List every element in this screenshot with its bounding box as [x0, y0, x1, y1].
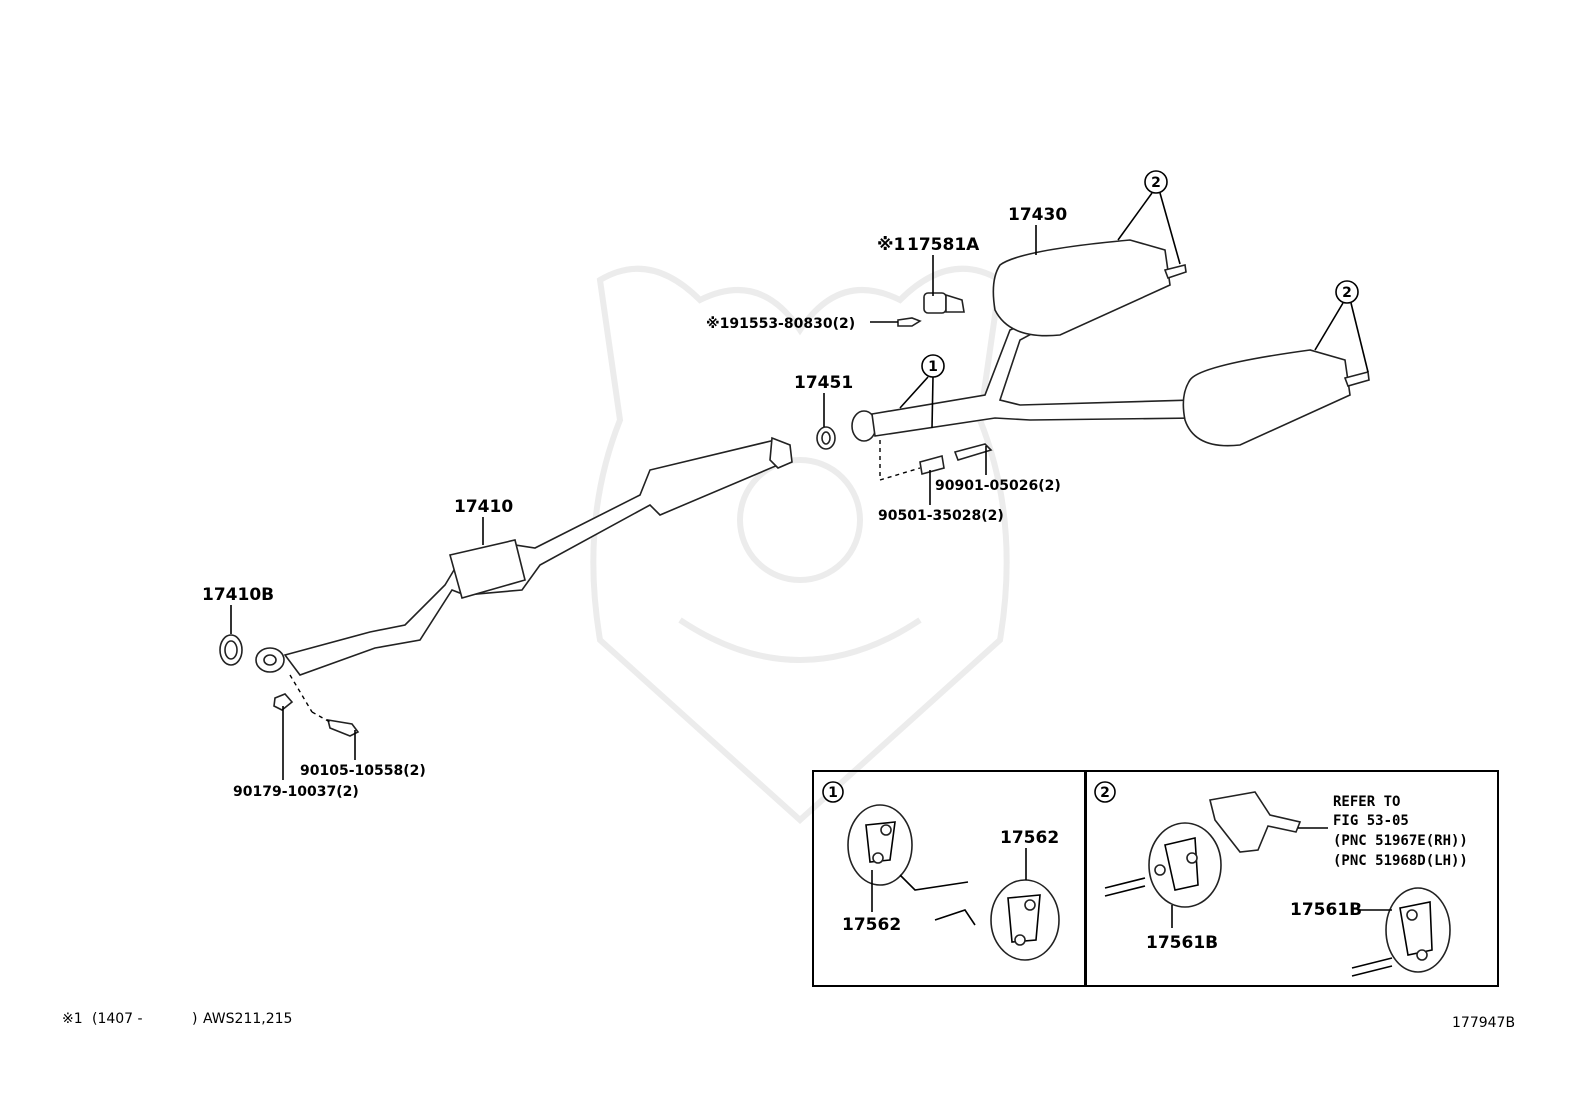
front-exhaust-pipe-17410	[255, 436, 793, 676]
footnote-mark: ※1	[62, 1011, 83, 1027]
diagram-id: 177947B	[1452, 1015, 1515, 1031]
inset-2-label-right: 17561B	[1290, 900, 1362, 920]
spring-90501	[919, 454, 945, 476]
inset-1-number: 1	[828, 785, 838, 801]
refer-line-2: FIG 53-05	[1333, 813, 1409, 829]
callout-2-upper	[1144, 170, 1168, 194]
label-17451: 17451	[794, 373, 853, 393]
inset-2-label-left: 17561B	[1146, 933, 1218, 953]
refer-line-4: (PNC 51968D(LH))	[1333, 853, 1468, 869]
inset-1-rubber-hangers: 1 17562 17562	[812, 770, 1086, 987]
label-17581a: 17581A	[907, 235, 980, 255]
hanger-bracket-17581a	[923, 292, 965, 314]
bolt-90105	[326, 719, 360, 737]
hanger-rubber-17562-b	[990, 879, 1060, 961]
bolt-90901	[953, 443, 993, 461]
label-90501-35028: 90501-35028(2)	[878, 508, 1004, 524]
hanger-rubber-17562-a	[847, 804, 913, 886]
tail-pipe-assembly	[851, 239, 1370, 447]
refer-line-1: REFER TO	[1333, 794, 1400, 810]
inset-2-number: 2	[1100, 785, 1110, 801]
inset-1-label-top: 17562	[1000, 828, 1059, 848]
label-90901-05026: 90901-05026(2)	[935, 478, 1061, 494]
nut-90179	[273, 693, 294, 711]
footnote-models: AWS211,215	[203, 1011, 292, 1027]
footnote-range-close: )	[192, 1011, 197, 1027]
footnote-range-open: (1407 -	[92, 1011, 143, 1027]
callout-2-upper-label: 2	[1151, 175, 1161, 191]
inset-2-rubber-hangers: 2 REFER TO FIG 53-05 (PNC 51967E(RH)) (P…	[1085, 770, 1499, 987]
hanger-rubber-17561b-b	[1385, 887, 1451, 973]
label-90105-10558: 90105-10558(2)	[300, 763, 426, 779]
label-17410b: 17410B	[202, 585, 274, 605]
watermark-emblem	[590, 265, 1010, 825]
bracket-reference	[1209, 791, 1302, 853]
bolt-91553	[897, 317, 922, 327]
label-90179-10037: 90179-10037(2)	[233, 784, 359, 800]
label-91553-80830: ※191553-80830(2)	[706, 316, 855, 332]
callout-1-label: 1	[928, 359, 938, 375]
label-17430: 17430	[1008, 205, 1067, 225]
inset-1-label-bottom: 17562	[842, 915, 901, 935]
callout-2-lower	[1335, 280, 1359, 304]
hanger-rubber-17561b-a	[1148, 822, 1222, 908]
callout-2-lower-label: 2	[1342, 285, 1352, 301]
refer-line-3: (PNC 51967E(RH))	[1333, 833, 1468, 849]
label-17410: 17410	[454, 497, 513, 517]
label-17581a-mark: ※1	[877, 235, 905, 255]
